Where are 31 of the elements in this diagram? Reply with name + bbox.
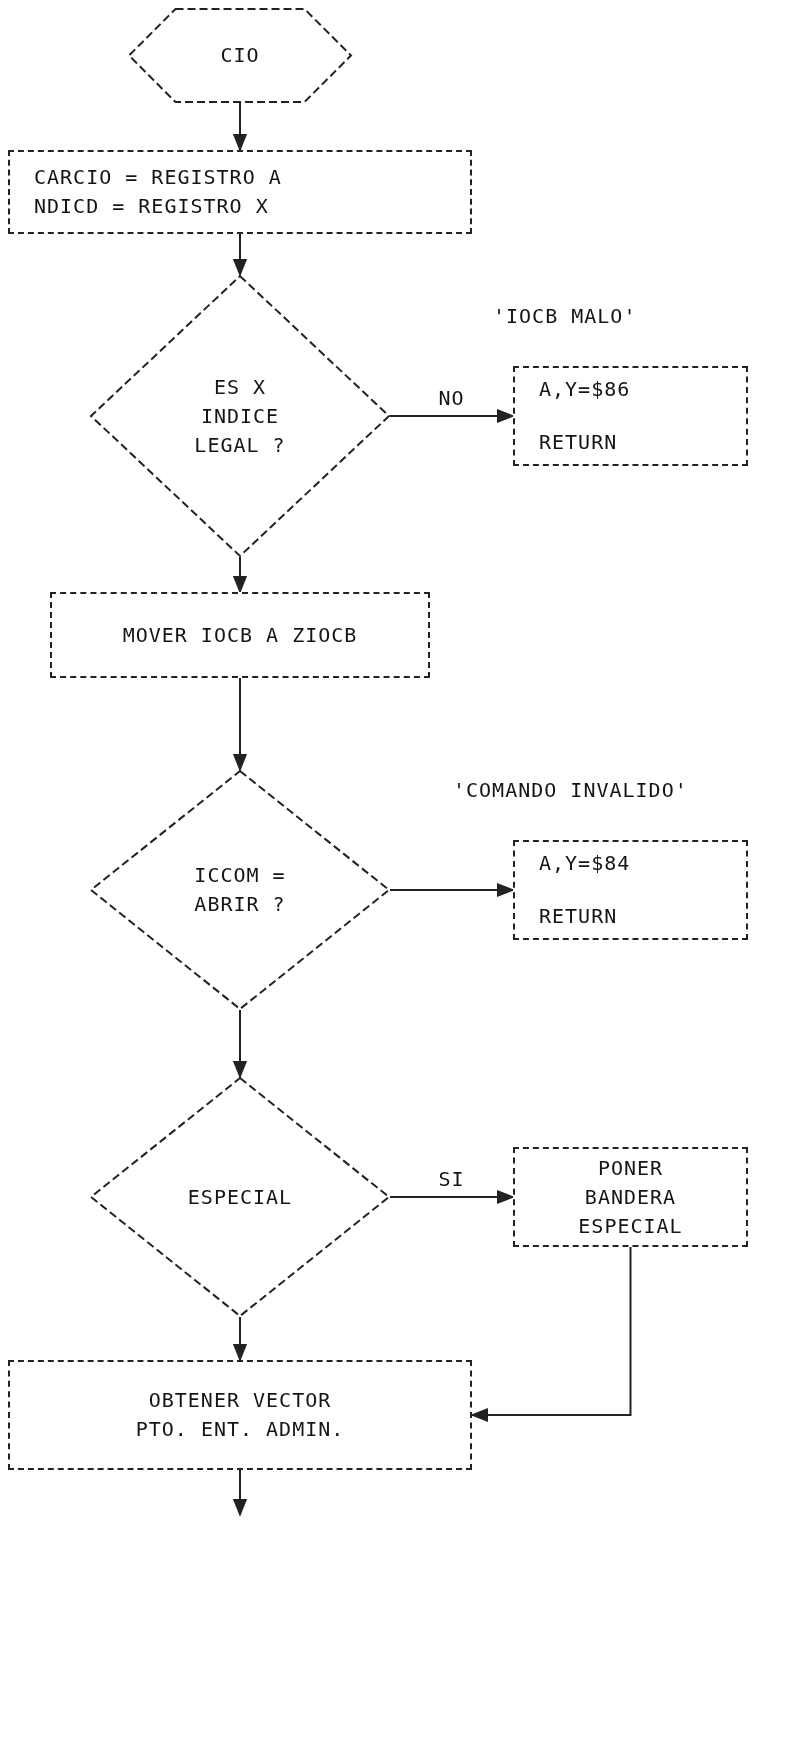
node-text: A,Y=$84 <box>539 850 631 877</box>
arrow <box>232 556 248 594</box>
process-box <box>50 592 430 678</box>
note-text: 'COMANDO INVALIDO' <box>453 778 688 802</box>
arrow <box>232 677 248 772</box>
arrow <box>232 1469 248 1517</box>
arrow <box>232 1009 248 1079</box>
process-box <box>8 150 472 234</box>
note-text: 'IOCB MALO' <box>493 304 637 328</box>
node-text: RETURN <box>539 903 618 930</box>
arrow <box>232 102 248 152</box>
process-box <box>513 366 748 466</box>
process-box <box>8 1360 472 1470</box>
process-box <box>513 840 748 940</box>
arrow <box>389 1189 515 1205</box>
node-text: A,Y=$86 <box>539 376 631 403</box>
process-box <box>513 1147 748 1247</box>
node-text: MOVER IOCB A ZIOCB <box>122 621 358 649</box>
arrow <box>389 882 515 898</box>
node-text: ES X INDICE LEGAL ? <box>193 373 287 459</box>
node-text: OBTENER VECTOR PTO. ENT. ADMIN. <box>134 1387 346 1443</box>
node-text: ESPECIAL <box>187 1183 293 1211</box>
node-text: CARCIO = REGISTRO A <box>34 164 282 191</box>
node-text: CIO <box>220 42 260 69</box>
arrow <box>232 1316 248 1362</box>
node-text: NDICD = REGISTRO X <box>34 193 269 220</box>
node-text: RETURN <box>539 429 618 456</box>
arrow <box>389 408 515 424</box>
node-text: ICCOM = ABRIR ? <box>193 862 287 918</box>
arrow <box>232 233 248 277</box>
node-text: PONER BANDERA ESPECIAL <box>577 1154 684 1240</box>
